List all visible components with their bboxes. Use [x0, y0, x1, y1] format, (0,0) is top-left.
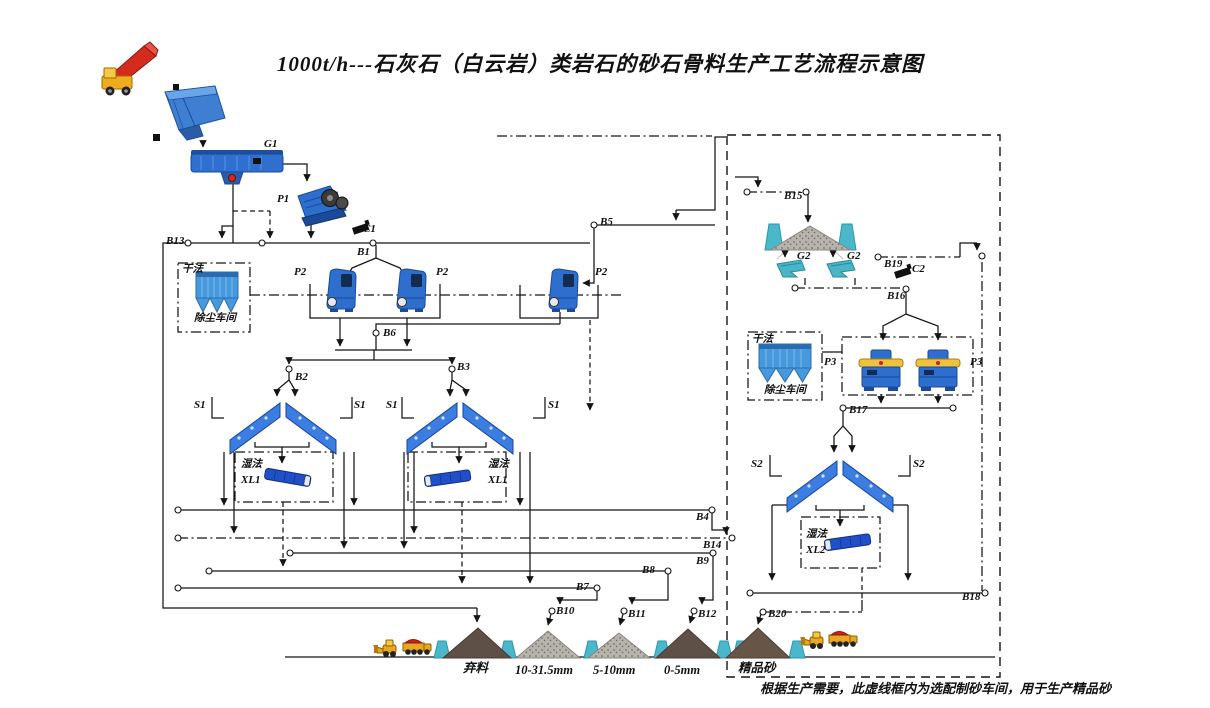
label-stockpile-5-10: 5-10mm [593, 663, 636, 677]
label-p3-right: P3 [970, 356, 983, 368]
label-stockpile-10-31-5: 10-31.5mm [515, 663, 573, 677]
dust-room-box-left [177, 262, 251, 333]
vibrating-feeder-g1 [190, 150, 284, 185]
label-g1: G1 [264, 138, 278, 150]
label-s1-2l: S1 [386, 399, 398, 411]
label-dry-left: 干法 [182, 264, 203, 275]
dump-truck-2 [828, 631, 858, 647]
feeder-g2-2 [826, 259, 856, 278]
label-b9: B9 [696, 555, 709, 567]
label-dust-room-right: 除尘车间 [764, 385, 806, 396]
label-b13: B13 [166, 235, 185, 247]
vibrating-screen-s1-2 [406, 402, 514, 455]
dust-collector-right [758, 343, 812, 383]
stockpile-0-5mm [654, 628, 722, 659]
optional-workshop-note: 根据生产需要，此虚线框内为选配制砂车间，用于生产精品砂 [760, 681, 1112, 696]
label-b7: B7 [576, 581, 589, 593]
washer-box-xl1-1 [234, 451, 334, 503]
label-xl2: XL2 [806, 544, 826, 556]
label-b6: B6 [383, 327, 396, 339]
label-b5: B5 [600, 216, 613, 228]
p3-crusher-group-box [841, 336, 974, 396]
label-b14: B14 [703, 539, 722, 551]
sand-washer-xl2 [823, 533, 872, 552]
label-b17: B17 [849, 404, 868, 416]
label-s1-1r: S1 [354, 399, 366, 411]
label-s1-2r: S1 [548, 399, 560, 411]
label-wet-3: 湿法 [806, 529, 827, 540]
label-g2-2: G2 [847, 250, 861, 262]
iron-remover-c2 [894, 263, 912, 279]
surge-pile [768, 225, 852, 251]
label-p2-1: P2 [294, 266, 307, 278]
label-b11: B11 [628, 608, 646, 620]
label-dry-right: 干法 [752, 334, 773, 345]
feeder-g2-1 [776, 259, 806, 278]
label-b12: B12 [698, 608, 717, 620]
label-b16: B16 [887, 290, 906, 302]
label-c1: C1 [363, 223, 376, 235]
label-b10: B10 [556, 605, 575, 617]
cone-crusher-p2-2 [396, 268, 427, 312]
stockpile-premium-sand [724, 627, 792, 659]
dump-truck-icon [101, 41, 159, 96]
label-s1-1l: S1 [194, 399, 206, 411]
sand-washer-xl1-2 [423, 469, 472, 488]
optional-workshop-box [726, 134, 1001, 678]
label-dust-room-left: 除尘车间 [194, 313, 236, 324]
label-b15: B15 [784, 190, 803, 202]
cone-crusher-p2-3 [548, 268, 579, 312]
cone-crusher-p2-1 [326, 268, 357, 312]
vibrating-screen-s2 [786, 460, 894, 513]
stockpiles [433, 627, 806, 659]
washer-box-xl1-2 [407, 451, 507, 503]
wheel-loader-1 [373, 639, 397, 657]
label-b2: B2 [295, 371, 308, 383]
label-p1: P1 [277, 193, 290, 205]
diagram-title: 1000t/h---石灰石（白云岩）类岩石的砂石骨料生产工艺流程示意图 [276, 52, 924, 76]
label-stockpile-reject: 弃料 [463, 661, 489, 675]
label-p3-left: P3 [824, 356, 837, 368]
label-g2-1: G2 [797, 250, 811, 262]
label-stockpile-premium: 精品砂 [738, 661, 776, 675]
label-b8: B8 [642, 564, 655, 576]
vibrating-screen-s1-1 [229, 402, 337, 455]
dump-truck-1 [402, 639, 432, 655]
label-xl1-1: XL1 [241, 474, 261, 486]
jaw-crusher-p1 [297, 185, 349, 227]
label-c2: C2 [912, 263, 925, 275]
vsi-crusher-p3-1 [858, 349, 904, 391]
label-b1: B1 [357, 246, 370, 258]
stockpile-10-31-5mm [514, 630, 582, 659]
label-wet-1: 湿法 [241, 459, 262, 470]
dust-room-box-right [747, 331, 823, 401]
washer-box-xl2 [800, 516, 881, 569]
label-b4: B4 [696, 511, 709, 523]
label-wet-2: 湿法 [488, 459, 509, 470]
vsi-crusher-p3-2 [915, 349, 961, 391]
stockpile-reject [441, 627, 513, 659]
label-p2-2: P2 [436, 266, 449, 278]
label-p2-3: P2 [595, 266, 608, 278]
label-b20: B20 [768, 608, 787, 620]
label-s2-left: S2 [751, 458, 763, 470]
label-b18: B18 [962, 591, 981, 603]
label-stockpile-0-5: 0-5mm [664, 663, 701, 677]
iron-remover-c1 [352, 219, 370, 235]
label-b19: B19 [884, 258, 903, 270]
dust-collector-left [195, 271, 239, 314]
label-s2-right: S2 [913, 458, 925, 470]
sand-washer-xl1-1 [264, 467, 312, 487]
wheel-loader-2 [800, 631, 824, 649]
label-xl1-2: XL1 [488, 474, 508, 486]
stockpile-5-10mm [586, 632, 652, 659]
belt-pulleys [174, 188, 989, 616]
label-b3: B3 [457, 361, 470, 373]
feed-hopper [153, 84, 226, 141]
